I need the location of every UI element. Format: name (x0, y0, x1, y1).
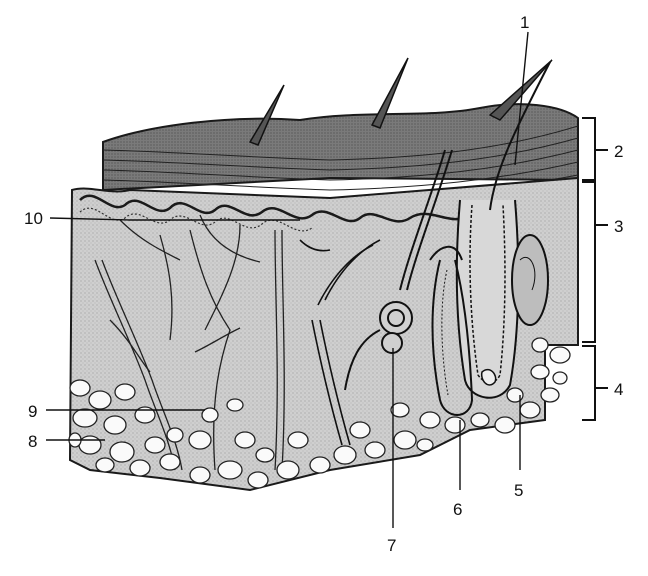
second-follicle (429, 245, 474, 416)
label-5: 5 (514, 481, 523, 500)
label-9: 9 (28, 402, 37, 421)
label-2: 2 (614, 142, 623, 161)
skin-surface (102, 103, 579, 192)
label-7: 7 (387, 536, 396, 555)
label-4: 4 (614, 380, 623, 399)
label-6: 6 (453, 500, 462, 519)
sweat-gland (344, 149, 453, 391)
fat-cells (68, 337, 571, 489)
sebaceous-gland (511, 234, 549, 326)
label-10: 10 (24, 209, 43, 228)
leader-lines (46, 31, 529, 528)
hair-follicle (455, 61, 551, 399)
deep-vessels (299, 239, 381, 446)
papillary-border (79, 194, 471, 223)
layer-brackets (582, 117, 608, 421)
label-3: 3 (614, 217, 623, 236)
label-8: 8 (28, 432, 37, 451)
hair-shafts (248, 57, 553, 146)
label-1: 1 (520, 13, 529, 32)
